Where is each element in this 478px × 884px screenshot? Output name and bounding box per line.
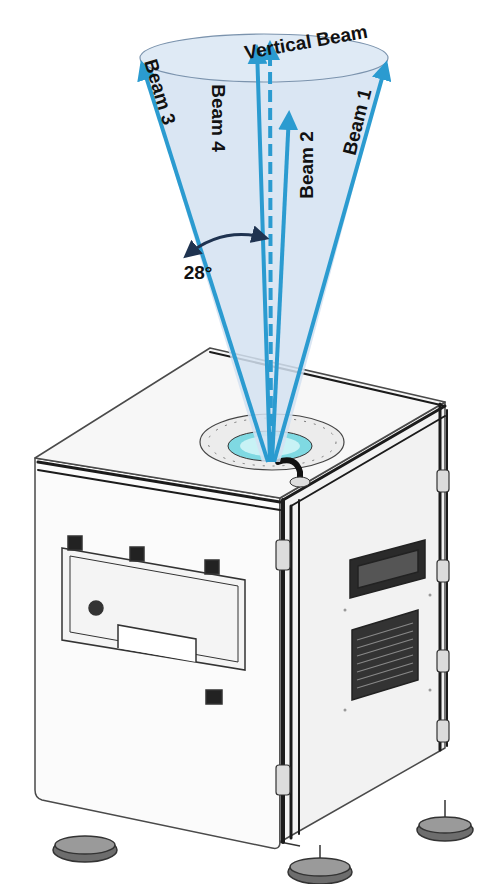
beam-label: Beam 3 — [141, 57, 179, 127]
beam-arrows — [142, 44, 386, 462]
beam-label: Vertical Beam — [243, 22, 369, 62]
instrument-case — [35, 348, 445, 848]
latches — [276, 470, 449, 795]
beam-label: Beam 4 — [209, 84, 228, 152]
front-panel — [62, 536, 245, 704]
angle-arc — [186, 235, 266, 256]
beam-label: Beam 1 — [340, 87, 375, 157]
beam-cone — [140, 34, 388, 462]
side-fittings — [344, 540, 432, 712]
case-straps — [38, 352, 447, 842]
beam-label: 28° — [184, 263, 213, 282]
beam-label: Beam 2 — [297, 131, 316, 199]
